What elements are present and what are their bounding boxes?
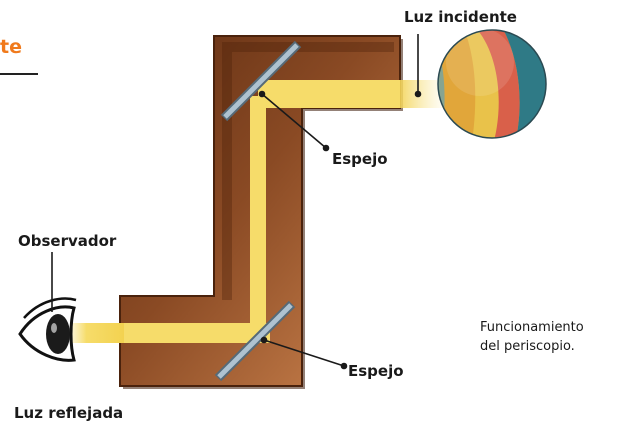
diagram-caption: Funcionamiento del periscopio. [480,318,584,356]
leader-lines [51,34,422,370]
top-horizontal-beam [258,80,400,108]
top-mirror-leader-end [322,144,330,152]
beach-ball-icon [437,29,547,139]
caption-line-1: Funcionamiento [480,320,584,335]
outgoing-beam [66,323,124,343]
bottom-mirror-label: Espejo [348,362,404,380]
top-mirror-leader-dot [258,90,266,98]
incident-light-label: Luz incidente [404,8,517,26]
section-heading-fragment: te [0,36,22,58]
bottom-mirror-leader [263,339,345,367]
vertical-beam [250,96,266,342]
top-mirror-icon [220,40,302,122]
bottom-mirror-leader-dot [260,336,268,344]
caption-line-2: del periscopio. [480,339,575,354]
top-mirror-leader [261,93,327,149]
bottom-mirror-leader-end [340,362,348,370]
light-path [66,80,443,343]
eye-icon [18,297,77,362]
bottom-mirror-icon [214,300,296,382]
observer-label: Observador [18,232,117,250]
bottom-horizontal-beam [120,323,270,343]
heading-underline [0,73,38,75]
incident-light-leader-dot [414,90,422,98]
top-mirror-label: Espejo [332,150,388,168]
reflected-light-label: Luz reflejada [14,404,124,422]
